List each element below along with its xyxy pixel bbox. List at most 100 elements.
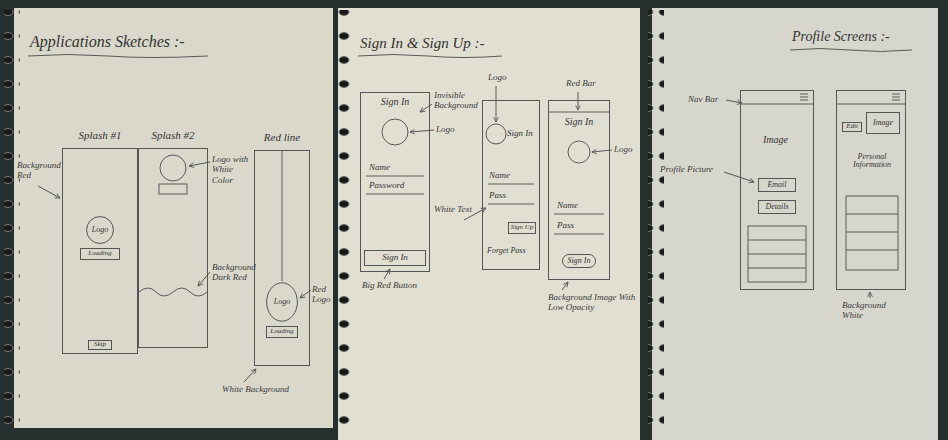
annotation-note: Background Dark Red	[212, 262, 252, 283]
leader-arrow	[38, 186, 60, 198]
notebook-page: EmailDetailsImageImageEditPersonal Infor…	[652, 8, 938, 440]
spiral-binding	[334, 10, 350, 438]
logo-circle	[568, 141, 590, 163]
sketch-text: Sign In	[549, 117, 609, 128]
red-line	[282, 151, 283, 281]
annotation-note: Red Bar	[566, 78, 606, 88]
sketch-text: Skip	[94, 341, 106, 348]
notebook-page: LogoLoadingSkipSplash #1Splash #2LogoLoa…	[14, 8, 333, 428]
sketch-text: Loading	[270, 328, 293, 335]
image-box: Image	[866, 112, 900, 134]
title-underline	[358, 55, 502, 58]
list-rows	[846, 214, 898, 250]
sketch-text: Details	[765, 203, 788, 211]
sketch-text: Image	[873, 119, 893, 127]
sketch-text: Logo	[274, 298, 290, 306]
title-underline	[28, 55, 208, 58]
leader-arrow	[592, 150, 612, 152]
leader-arrow	[562, 282, 568, 290]
annotation-note: Logo	[436, 124, 466, 134]
spiral-binding	[4, 10, 20, 428]
input-line	[366, 176, 424, 177]
input-line	[488, 204, 534, 205]
leader-arrow	[870, 292, 871, 298]
sign-up-button: Sign Up	[508, 222, 537, 234]
annotation-note: White Background	[222, 384, 312, 394]
loading-box: Loading	[80, 248, 120, 260]
sketch-text: Pass	[557, 221, 574, 230]
email-box: Email	[758, 178, 796, 192]
sketch-text: Splash #2	[139, 130, 207, 142]
phone-screen: EmailDetails Image	[740, 90, 814, 290]
logo-circle: Logo	[266, 282, 298, 322]
circle-outline	[267, 283, 298, 321]
sketch-text: Email	[767, 181, 786, 189]
circle-outline	[87, 217, 114, 244]
paper-sheet	[338, 8, 640, 440]
sketch-text: Forget Pass	[487, 247, 526, 255]
annotation-note: Logo	[488, 72, 518, 82]
phone-screen: Sign InSign InNamePassword	[360, 92, 430, 272]
logo-circle: Logo	[86, 216, 114, 244]
sketch-text: Personal Information	[843, 153, 901, 170]
leader-arrow	[420, 104, 432, 112]
sketch-text: Sign In	[382, 253, 408, 262]
leader-arrow	[384, 269, 390, 279]
paper-sheet	[652, 8, 938, 440]
sketch-text: Splash #1	[63, 130, 137, 142]
input-line	[366, 194, 424, 195]
sketch-text: Image	[763, 135, 788, 146]
annotation-note: Logo	[614, 144, 638, 154]
annotation-note: White Text	[434, 204, 474, 214]
annotation-note: Background Red	[17, 160, 61, 181]
annotation-note: Background Image With Low Opacity	[548, 292, 636, 313]
sketch-text: Name	[557, 201, 578, 210]
sketch-text: Pass	[489, 191, 506, 200]
logo-circle	[486, 124, 506, 144]
sketch-text: Sign In	[507, 129, 533, 138]
annotation-note: Invisible Background	[434, 90, 480, 111]
sketch-text: Sign In	[568, 257, 591, 265]
phone-screen: Splash #2	[138, 148, 208, 348]
sketch-text: Sign In	[361, 97, 429, 108]
sketch-text: Name	[489, 171, 510, 180]
leader-arrow	[496, 86, 497, 122]
leader-arrow	[578, 92, 579, 110]
sketch-text: Edit	[846, 123, 858, 130]
list-box	[748, 226, 806, 282]
phone-screen: LogoLoadingRed line	[254, 150, 310, 366]
spiral-binding	[648, 10, 664, 438]
logo-circle	[160, 155, 186, 181]
annotation-note: Nav Bar	[688, 94, 726, 104]
logo-stand	[159, 184, 187, 194]
leader-arrow	[724, 172, 754, 182]
annotation-note: Profile Picture	[660, 164, 722, 174]
phone-screen: Sign Up Sign In NamePassForget Pass	[482, 100, 540, 270]
top-bar	[836, 104, 906, 105]
paper-sheet	[14, 8, 333, 428]
sketch-text: Logo	[92, 226, 108, 234]
phone-screen: Sign In Sign In NamePass	[548, 100, 610, 280]
menu-icon	[892, 94, 900, 100]
leader-arrow	[244, 369, 256, 382]
sketch-text: Profile Screens :-	[792, 30, 890, 45]
input-line	[554, 214, 604, 215]
top-bar	[740, 104, 814, 105]
list-rows	[748, 240, 806, 268]
list-box	[846, 196, 898, 270]
edit-button: Edit	[842, 122, 862, 132]
menu-icon	[800, 94, 808, 100]
leader-arrow	[189, 162, 210, 166]
logo-circle	[382, 119, 408, 145]
wave-line	[139, 288, 207, 296]
details-box: Details	[758, 200, 796, 214]
input-line	[554, 234, 604, 235]
skip-button: Skip	[88, 340, 112, 350]
annotation-note: Big Red Button	[362, 280, 442, 290]
annotation-note: Logo with White Color	[212, 154, 252, 185]
leader-arrow	[410, 130, 434, 132]
phone-screen: LogoLoadingSkipSplash #1	[62, 148, 138, 354]
